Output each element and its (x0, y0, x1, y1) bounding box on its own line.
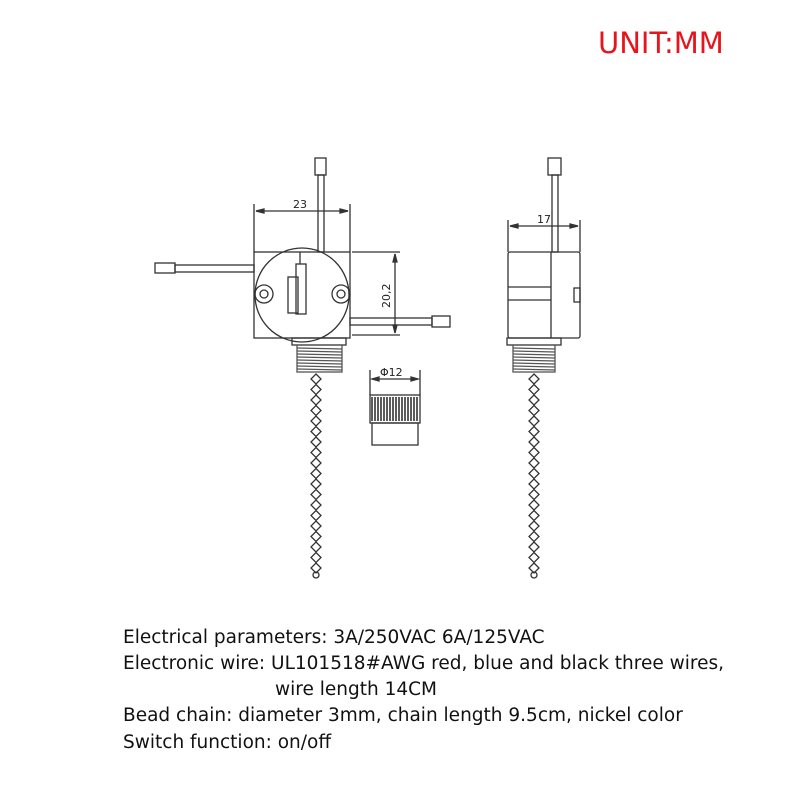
right-wire-terminal (431, 315, 451, 328)
spec-bead-chain: Bead chain: diameter 3mm, chain length 9… (123, 705, 683, 726)
thread-line (296, 356, 343, 359)
spec-wire-length: wire length 14CM (275, 679, 438, 700)
chain-bead (310, 436, 322, 448)
mount-hole-left (259, 289, 269, 299)
thread-body (512, 344, 556, 373)
dim-phi12-label: Φ12 (380, 366, 403, 379)
top-wire (317, 174, 325, 253)
chain-bead (310, 446, 322, 459)
chain-bead (310, 425, 322, 438)
thread-line (296, 362, 343, 365)
chain-bead (310, 562, 322, 574)
dim-23-label: 23 (293, 198, 307, 211)
body-face-circle (254, 247, 350, 343)
chain-bead (528, 436, 540, 448)
thread-line (512, 359, 556, 362)
chain-bead (528, 425, 540, 438)
thread-body (296, 344, 343, 373)
chain-bead (528, 478, 540, 490)
chain-bead (310, 541, 322, 553)
left-wire-terminal (154, 262, 176, 274)
thread-line (296, 368, 343, 371)
chain-bead (310, 488, 322, 501)
bead-chain-front (310, 373, 322, 579)
chain-bead (310, 530, 322, 543)
thread-line (512, 365, 556, 368)
side-body (507, 251, 581, 339)
chain-end (530, 571, 538, 579)
chain-bead (310, 394, 322, 406)
side-wire-terminal (547, 157, 562, 176)
bead-chain-side (528, 373, 540, 579)
chain-bead (310, 373, 322, 385)
chain-bead (528, 457, 540, 469)
thread-line (512, 353, 556, 356)
chain-bead (528, 373, 540, 385)
chain-bead (528, 404, 540, 417)
chain-bead (528, 488, 540, 501)
chain-bead (310, 383, 322, 396)
chain-bead (310, 551, 322, 564)
chain-end (312, 571, 320, 579)
chain-bead (528, 394, 540, 406)
thread-line (296, 347, 343, 350)
chain-bead (528, 530, 540, 543)
thread-line (296, 353, 343, 356)
thread-line (512, 362, 556, 365)
chain-bead (310, 509, 322, 522)
chain-bead (528, 520, 540, 532)
knob (369, 370, 421, 446)
chain-bead (310, 467, 322, 480)
chain-bead (528, 551, 540, 564)
thread-line (512, 350, 556, 353)
chain-bead (310, 415, 322, 427)
spec-switch-function: Switch function: on/off (123, 732, 332, 753)
chain-bead (528, 499, 540, 511)
chain-bead (528, 541, 540, 553)
chain-bead (310, 478, 322, 490)
thread-line (512, 368, 556, 371)
chain-bead (310, 499, 322, 511)
dim-17-label: 17 (537, 213, 551, 226)
spec-electrical: Electrical parameters: 3A/250VAC 6A/125V… (123, 627, 545, 648)
thread-line (512, 347, 556, 350)
side-wire (551, 174, 559, 253)
thread (296, 344, 343, 373)
chain-bead (528, 446, 540, 459)
front-view (154, 157, 451, 579)
thread-line (512, 356, 556, 359)
top-wire-terminal (314, 157, 327, 176)
thread-line (296, 359, 343, 362)
chain-bead (310, 520, 322, 532)
chain-bead (528, 383, 540, 396)
chain-bead (528, 467, 540, 480)
mount-hole-right (336, 289, 346, 299)
chain-bead (528, 562, 540, 574)
unit-label: UNIT:MM (598, 26, 724, 60)
thread-line (296, 365, 343, 368)
chain-bead (528, 509, 540, 522)
chain-bead (310, 404, 322, 417)
spec-wire: Electronic wire: UL101518#AWG red, blue … (123, 653, 724, 674)
thread-line (296, 350, 343, 353)
chain-bead (528, 415, 540, 427)
right-wire (349, 317, 433, 326)
side-view (506, 157, 581, 579)
left-wire (174, 264, 255, 273)
dim-20-2-label: 20,2 (380, 284, 393, 309)
chain-bead (310, 457, 322, 469)
